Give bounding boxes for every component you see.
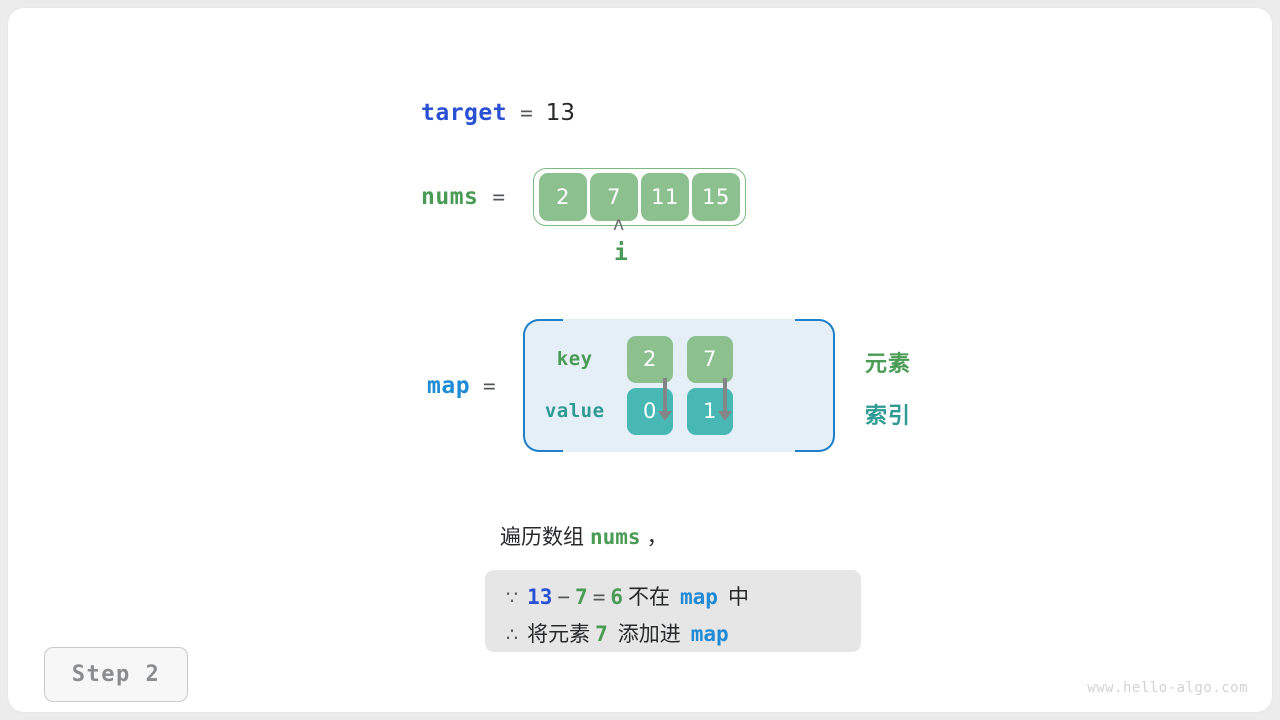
map-container: key 2 7 value 0 1 xyxy=(522,319,835,452)
map-value-label: value xyxy=(544,400,605,422)
note-middle-text: 不在 xyxy=(628,585,671,609)
note-result: 6 xyxy=(610,585,624,609)
note2-prefix: 将元素 xyxy=(527,622,591,646)
slide-card: target = 13 nums = 2 7 11 15 ʌ i map = k… xyxy=(8,8,1272,712)
nums-array-container: 2 7 11 15 xyxy=(533,168,747,226)
nums-row: nums = 2 7 11 15 xyxy=(421,168,747,226)
map-variable-name: map xyxy=(427,372,471,399)
note-operand-a: 13 xyxy=(527,585,553,609)
because-symbol-icon: ∵ xyxy=(506,587,519,609)
note2-middle: 添加进 xyxy=(617,622,681,646)
nums-variable-name: nums xyxy=(421,184,479,210)
annotation-index: 索引 xyxy=(865,404,912,429)
target-value: 13 xyxy=(545,100,576,126)
caption-suffix: ， xyxy=(646,525,668,549)
array-cell: 7 xyxy=(590,173,639,221)
nums-equals-sign: = xyxy=(492,185,506,209)
pointer-label-i: i xyxy=(614,240,628,266)
watermark: www.hello-algo.com xyxy=(1087,680,1248,696)
note2-map-ref: map xyxy=(690,622,729,646)
caption-code-nums: nums xyxy=(590,525,641,549)
note-map-ref: map xyxy=(680,585,718,609)
note2-number: 7 xyxy=(595,622,608,646)
map-row: map = key 2 7 value 0 1 xyxy=(427,319,835,452)
map-key-cell: 7 xyxy=(686,335,733,383)
key-to-value-arrow-icon xyxy=(658,378,672,421)
map-key-cell: 2 xyxy=(626,335,673,383)
caption-prefix: 遍历数组 xyxy=(500,525,584,549)
array-cell: 11 xyxy=(641,173,690,221)
step-badge: Step 2 xyxy=(44,647,188,702)
pointer-caret-icon: ʌ xyxy=(613,213,625,235)
target-equals-sign: = xyxy=(520,101,533,125)
map-equals-sign: = xyxy=(483,373,496,398)
array-cell: 15 xyxy=(692,173,741,221)
key-to-value-arrow-icon xyxy=(718,378,732,421)
note-minus-sign: − xyxy=(557,585,571,609)
therefore-symbol-icon: ∴ xyxy=(506,624,519,646)
map-key-label: key xyxy=(556,348,593,370)
note-equals-sign: = xyxy=(592,585,606,609)
note-end-text: 中 xyxy=(727,585,749,609)
annotation-element: 元素 xyxy=(865,352,912,377)
note-operand-b: 7 xyxy=(575,585,588,609)
map-key-row: key 2 7 xyxy=(523,333,835,385)
target-row: target = 13 xyxy=(421,100,575,126)
array-cell: 2 xyxy=(539,173,588,221)
target-variable-name: target xyxy=(421,100,508,126)
map-value-row: value 0 1 xyxy=(523,385,835,437)
